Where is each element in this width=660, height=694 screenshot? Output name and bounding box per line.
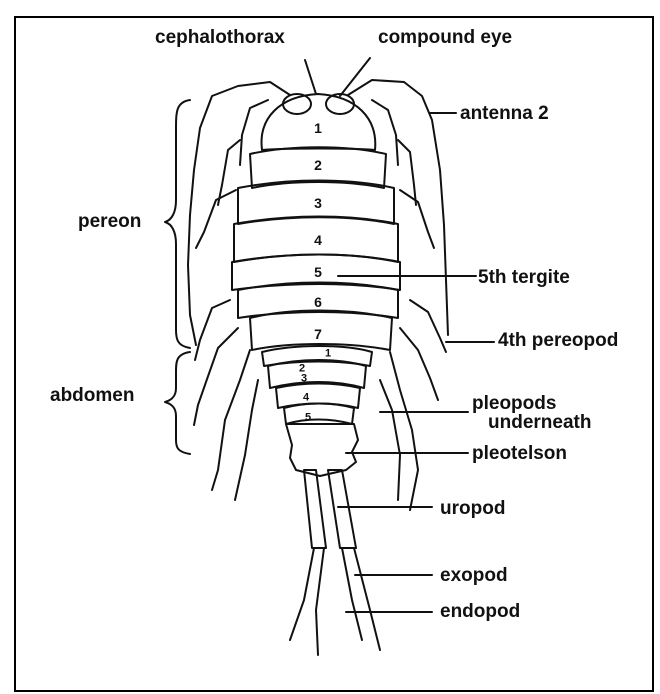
- pereon-brace: [165, 100, 190, 348]
- pleonite-number-1: 1: [325, 349, 331, 360]
- label-5th-tergite: 5th tergite: [478, 268, 570, 287]
- label-abdomen: abdomen: [50, 386, 134, 405]
- pleonite-number-3: 3: [301, 374, 307, 385]
- label-uropod: uropod: [440, 499, 505, 518]
- pereopod-r5: [410, 300, 446, 352]
- pleotelson-shape: [286, 424, 358, 476]
- pleonite-number-5: 5: [305, 413, 311, 424]
- segment-number-5: 5: [314, 265, 322, 279]
- pereopod-r6: [400, 328, 438, 400]
- segment-number-7: 7: [314, 327, 322, 341]
- label-endopod: endopod: [440, 602, 520, 621]
- pereopod-r7: [390, 352, 418, 510]
- pereopod-r8: [380, 380, 400, 500]
- pereopod-l5: [195, 300, 230, 360]
- segment-number-4: 4: [314, 233, 322, 247]
- pereopod-l7: [212, 350, 250, 490]
- endopod-right: [354, 548, 380, 650]
- leader-cephalothorax: [305, 60, 316, 94]
- pereopod-l6: [194, 328, 238, 425]
- antenna1-left: [240, 100, 268, 165]
- endopod-left: [316, 548, 324, 655]
- label-pleotelson: pleotelson: [472, 444, 567, 463]
- pereopod-r2: [400, 190, 434, 248]
- pereopod-l1: [218, 140, 240, 205]
- abdomen-brace: [165, 352, 190, 454]
- pleonite-number-4: 4: [303, 393, 309, 404]
- label-exopod: exopod: [440, 566, 508, 585]
- label-4th-pereopod: 4th pereopod: [498, 331, 618, 350]
- segment-number-6: 6: [314, 295, 322, 309]
- segment-number-1: 1: [314, 121, 322, 135]
- label-cephalothorax: cephalothorax: [155, 28, 285, 47]
- uropod-left: [304, 470, 326, 548]
- segment-number-2: 2: [314, 158, 322, 172]
- label-compound-eye: compound eye: [378, 28, 512, 47]
- label-antenna-2: antenna 2: [460, 104, 549, 123]
- pereopod-l8: [235, 380, 258, 500]
- label-pereon: pereon: [78, 212, 141, 231]
- exopod-left: [290, 548, 314, 640]
- label-underneath: underneath: [488, 413, 591, 432]
- label-pleopods: pleopods: [472, 394, 556, 413]
- uropod-right: [328, 470, 356, 548]
- segment-number-3: 3: [314, 196, 322, 210]
- pleonite-5: [284, 404, 354, 425]
- pereopod-l2: [196, 190, 236, 248]
- exopod-right: [342, 548, 362, 640]
